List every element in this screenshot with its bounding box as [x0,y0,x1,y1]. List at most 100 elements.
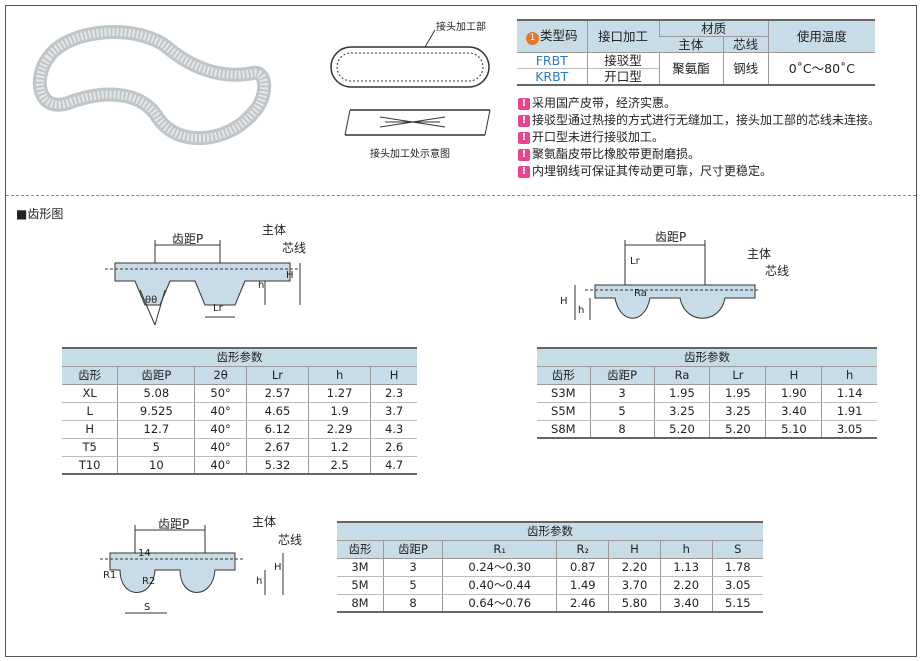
table-cell: 40° [194,456,247,475]
column-header: 齿形 [337,540,384,559]
table-cell: 3.25 [653,402,710,421]
column-header: 2θ [194,366,247,385]
header-temp: 使用温度 [767,20,875,53]
table-cell: 1.9 [308,402,371,421]
r2-label: R2 [142,576,156,587]
theta-label: θθ [145,295,158,306]
table-cell: 5 [589,402,654,421]
table-cell: T5 [62,438,118,457]
table-cell: 5.20 [709,420,766,439]
h-label: h [258,280,265,291]
H-label: H [274,562,282,573]
table-cell: 3 [589,384,654,403]
joint-caption: 接头加工处示意图 [370,149,450,160]
table-cell: 6.12 [245,420,309,439]
pitch-label: 齿距P [158,517,190,531]
table-cell: 2.5 [308,456,371,475]
table-cell: 2.29 [308,420,371,439]
column-header: H [370,366,417,385]
lr-label: Lr [213,303,223,314]
timing-belt-image [32,25,272,145]
body-material: 聚氨酯 [658,52,724,86]
table-cell: 1.95 [653,384,710,403]
table-cell: 40° [194,438,247,457]
core-label: 芯线 [765,264,790,278]
column-header: 齿距P [382,540,443,559]
column-header: h [308,366,371,385]
core-label: 芯线 [282,241,307,255]
table-cell: 3.70 [608,576,661,595]
table-cell: XL [62,384,118,403]
table-cell: 5.20 [653,420,710,439]
column-header: Lr [709,366,766,385]
column-header: h [821,366,877,385]
table-cell: 8 [382,594,443,613]
pitch-label: 齿距P [172,232,204,246]
code-krbt[interactable]: KRBT [517,68,587,86]
trapezoid-tooth-diagram [105,240,301,326]
joint-cell: 接驳型 [586,52,659,69]
table-cell: 5.15 [711,594,763,613]
htd-tooth-diagram [100,525,284,614]
table-cell: 0.87 [556,558,609,577]
table-cell: 5.80 [608,594,661,613]
table-cell: S3M [537,384,591,403]
table-cell: 8 [589,420,654,439]
table-cell: 4.65 [245,402,309,421]
table-cell: 40° [194,402,247,421]
table-cell: 1.27 [308,384,371,403]
pitch-label: 齿距P [655,230,687,244]
table-cell: 8M [337,594,384,613]
exclamation-icon: ! [518,114,530,127]
table-title: 齿形参数 [337,522,763,541]
table-cell: 12.7 [117,420,195,439]
badge-number: 1 [525,32,539,45]
table-cell: 5.08 [117,384,195,403]
header-body: 主体 [659,36,724,53]
dimension-14-label: 14 [138,548,151,559]
table-cell: S5M [537,402,591,421]
h-label: h [256,576,263,587]
table-cell: L [62,402,118,421]
joint-cell: 开口型 [586,68,659,86]
table-cell: 1.91 [821,402,877,421]
note-item: !内埋钢线可保证其传动更可靠，尺寸更稳定。 [518,163,880,180]
h-label: h [578,305,585,316]
table-cell: 3.40 [659,594,713,613]
table-cell: H [62,420,118,439]
joint-diagram [330,29,491,136]
table-cell: 1.14 [821,384,877,403]
table-cell: 3.05 [821,420,877,439]
code-frbt[interactable]: FRBT [517,52,587,69]
table-cell: 3M [337,558,384,577]
table-cell: 5.10 [765,420,822,439]
table-cell: 9.525 [117,402,195,421]
exclamation-icon: ! [518,97,530,110]
body-label: 主体 [262,223,287,237]
column-header: Lr [245,366,309,385]
table-cell: 0.64～0.76 [441,594,557,613]
note-item: !接驳型通过热接的方式进行无缝加工，接头加工部的芯线未连接。 [518,112,880,129]
column-header: Ra [653,366,710,385]
joint-label: 接头加工部 [436,22,486,33]
column-header: 齿形 [62,366,118,385]
ra-label: Ra [634,288,647,299]
core-material: 钢线 [722,52,769,86]
r1-label: R1 [103,570,117,581]
table-cell: 1.90 [765,384,822,403]
table-title: 齿形参数 [62,348,417,367]
note-item: !采用国产皮带，经济实惠。 [518,95,880,112]
column-header: h [659,540,713,559]
section-divider [6,195,916,196]
table-cell: 3.25 [709,402,766,421]
column-header: 齿距P [117,366,195,385]
temp-range: 0˚C～80˚C [767,52,875,86]
